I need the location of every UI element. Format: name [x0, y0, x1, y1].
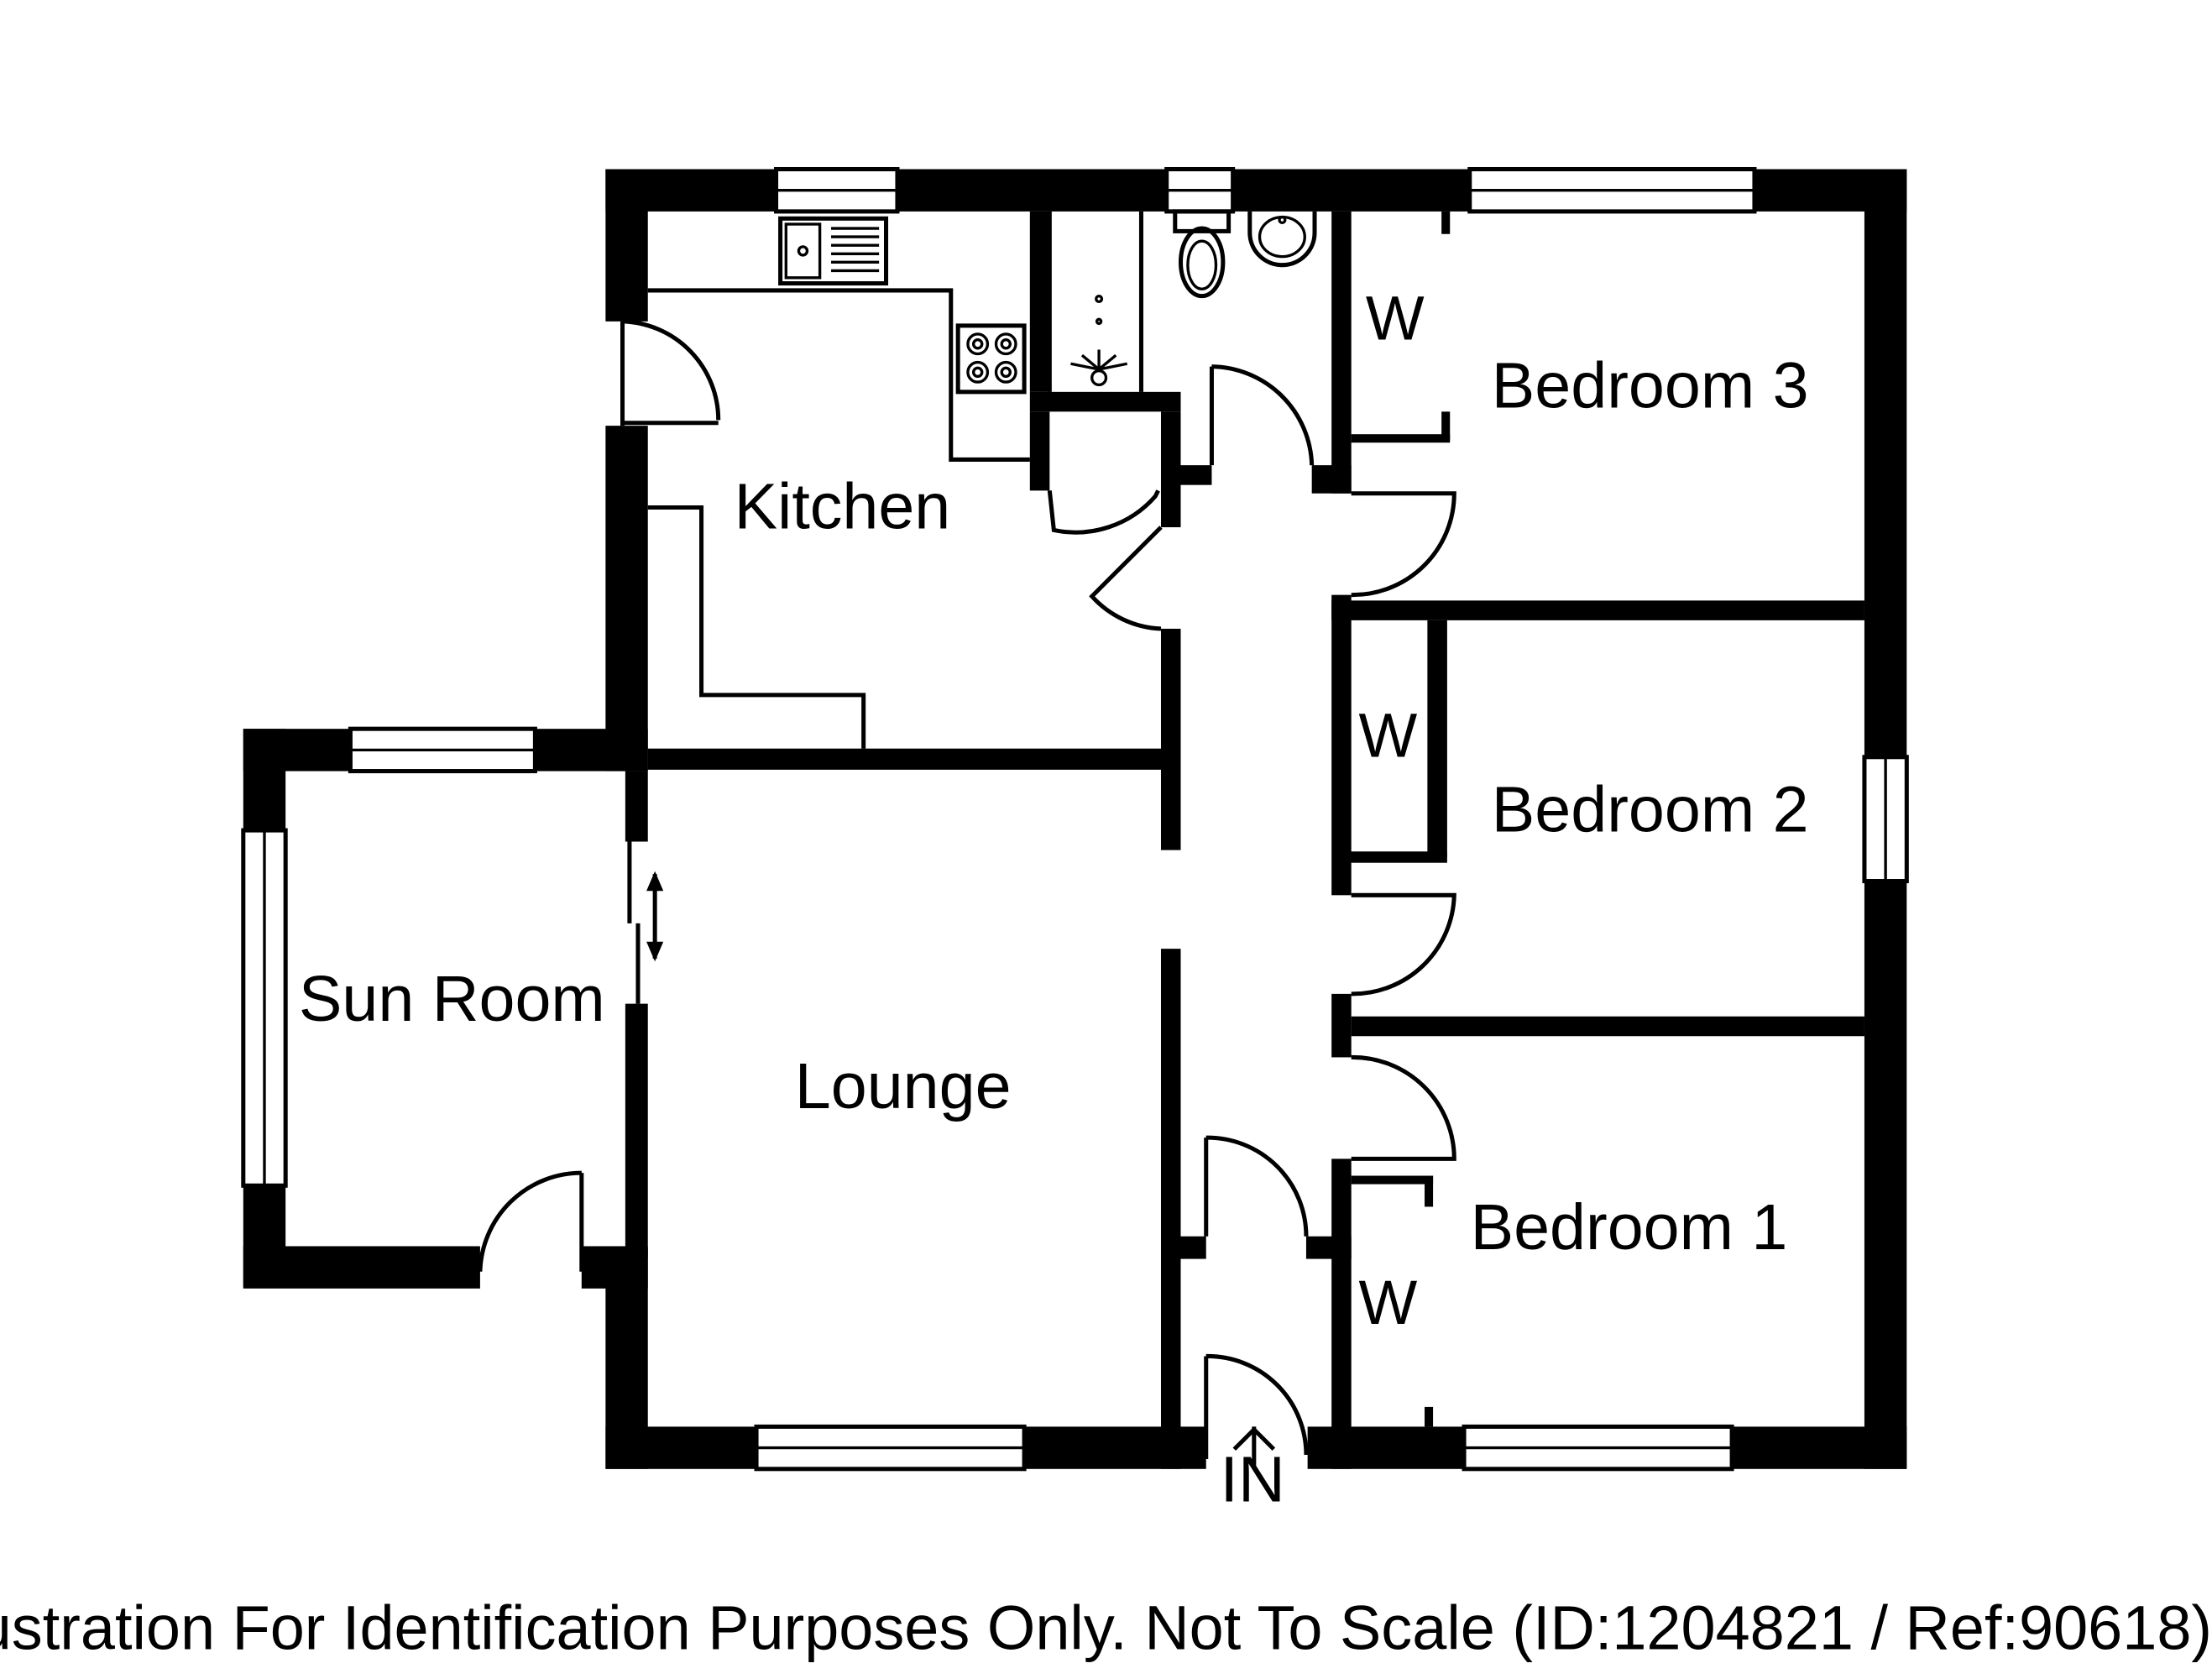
- bedroom-1-wardrobe-label: W: [1358, 1268, 1417, 1337]
- windows: [241, 166, 1909, 1472]
- entrance-label: IN: [1221, 1443, 1285, 1515]
- sun-room-label: Sun Room: [299, 963, 605, 1035]
- bedroom-3-label: Bedroom 3: [1492, 349, 1809, 421]
- room-labels: Kitchen Lounge Sun Room Bedroom 3 Bedroo…: [299, 284, 1809, 1516]
- kitchen-label: Kitchen: [735, 471, 951, 543]
- bedroom-2-wardrobe-label: W: [1358, 701, 1417, 771]
- disclaimer-footer: Illustration For Identification Purposes…: [0, 1593, 2212, 1663]
- bedroom-3-wardrobe-label: W: [1366, 284, 1425, 353]
- lounge-label: Lounge: [795, 1050, 1012, 1122]
- fixtures: [647, 209, 1347, 818]
- doors: [478, 319, 1456, 1467]
- bedroom-1-label: Bedroom 1: [1471, 1191, 1788, 1263]
- bedroom-2-label: Bedroom 2: [1492, 774, 1809, 846]
